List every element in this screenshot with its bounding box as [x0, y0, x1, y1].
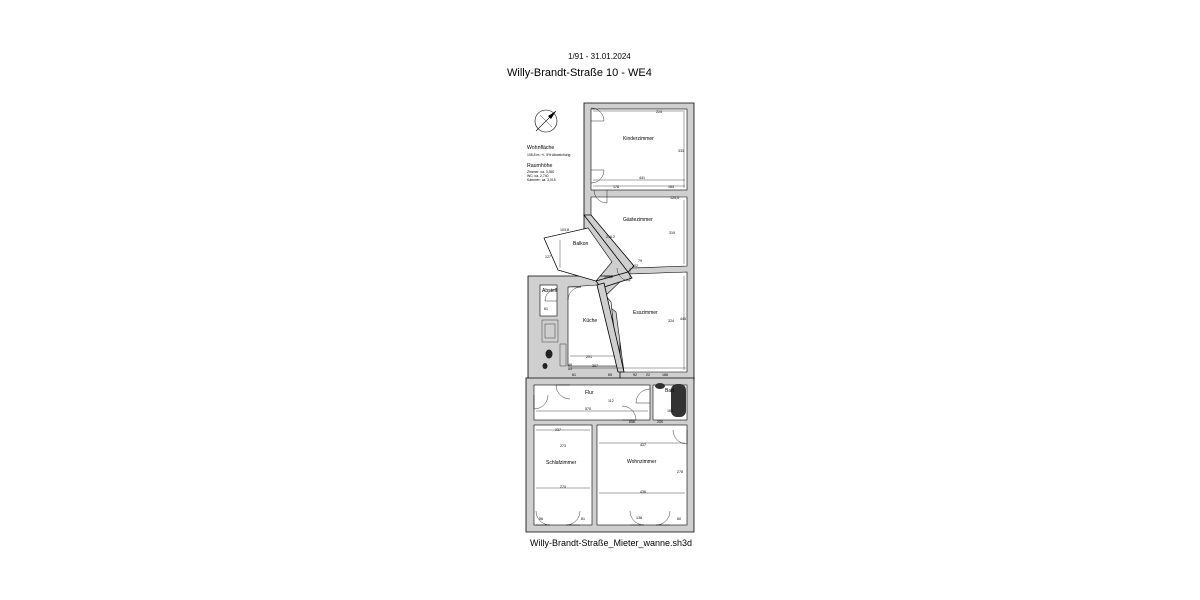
toilet-icon — [545, 349, 553, 359]
dim-label: 445 — [680, 317, 686, 321]
label-kueche: Küche — [583, 318, 597, 324]
area-heading: Wohnfläche — [527, 145, 554, 151]
dim-label: 224 — [656, 110, 662, 114]
dim-label: 166 — [662, 373, 668, 377]
room-abstell — [539, 284, 558, 317]
label-schlafzimmer: Schlafzimmer — [546, 460, 577, 466]
plan-title: Willy-Brandt-Straße 10 - WE4 — [507, 67, 652, 79]
dim-label: 138 — [636, 516, 642, 520]
room-schlafzimmer — [533, 424, 593, 526]
dim-label: 48 — [568, 363, 572, 367]
balkon-edge — [543, 237, 597, 282]
dim-label: 333 — [678, 149, 684, 153]
height-wc: WC: ca. 2,740 — [527, 174, 549, 178]
dim-label: 125,5 — [670, 196, 679, 200]
dim-label: 307 — [592, 364, 598, 368]
height-kammer: Kammer: ca. 3,015 — [527, 178, 556, 182]
label-bad: Bad — [665, 388, 674, 394]
dim-label: 201 — [586, 355, 592, 359]
dim-label: 319 — [669, 231, 675, 235]
info-block: Wohnfläche 108,8 m² +/- 5% Abweichung Ra… — [527, 145, 571, 182]
dim-label: 53 — [568, 367, 572, 371]
room-kinderzimmer — [590, 108, 688, 191]
dim-label: 61 — [544, 307, 548, 311]
dim-label: 103,8 — [560, 228, 569, 232]
label-esszimmer: Esszimmer — [633, 310, 658, 316]
dim-label: 200 — [657, 420, 663, 424]
height-heading: Raumhöhe — [527, 163, 552, 169]
kitchen-sink — [544, 323, 556, 339]
dim-label: 436 — [640, 490, 646, 494]
label-flur: Flur — [585, 390, 594, 396]
bath-basin-icon — [655, 383, 665, 389]
dim-label: 164 — [668, 185, 674, 189]
label-abstell: Abstell — [542, 288, 557, 294]
compass-icon — [534, 109, 558, 133]
plan-subtitle: 1/91 - 31.01.2024 — [568, 52, 631, 61]
label-gaestezimmer: Gästezimmer — [623, 217, 653, 223]
dim-label: 237 — [555, 428, 561, 432]
label-balkon: Balkon — [573, 241, 589, 247]
dim-label: 216,2 — [606, 235, 615, 239]
dim-label: 656 — [629, 420, 635, 424]
dim-label: 273 — [560, 444, 566, 448]
dim-label: 61 — [572, 373, 576, 377]
dim-label: 441 — [639, 176, 645, 180]
dim-label: 127 — [545, 255, 551, 259]
dim-label: 102 — [632, 264, 638, 268]
label-wohnzimmer: Wohnzimmer — [627, 459, 657, 465]
dim-label: 160 — [667, 409, 673, 413]
basin-icon — [542, 363, 548, 369]
dim-label: 437 — [640, 443, 646, 447]
dim-label: 92 — [633, 373, 637, 377]
diag-wall-kueche — [596, 282, 625, 373]
dim-label: 570 — [585, 407, 591, 411]
dim-label: 324 — [668, 319, 674, 323]
dim-label: 105,2 — [604, 275, 613, 279]
area-value: 108,8 m² +/- 5% Abweichung — [527, 153, 571, 157]
dim-label: 112 — [608, 399, 614, 403]
dimension-labels: 224 441 333 178 164 125,5 319 79 102 216… — [539, 110, 686, 521]
dim-label: 56 — [539, 517, 543, 521]
door-swings — [533, 107, 688, 526]
dim-label: 65 — [608, 373, 612, 377]
dim-label: 278 — [677, 470, 683, 474]
room-wohnzimmer — [596, 424, 688, 526]
wc-partition — [559, 343, 567, 367]
height-zimmer: Zimmer: ca. 3,350 — [527, 170, 554, 174]
room-flur — [533, 384, 651, 421]
dim-label: 270 — [560, 485, 566, 489]
dim-label: 79 — [638, 259, 642, 263]
dim-label: 22 — [646, 373, 650, 377]
dimension-lines — [536, 110, 686, 494]
plan-filename: Willy-Brandt-Straße_Mieter_wanne.sh3d — [530, 538, 693, 548]
balkon-railing — [543, 227, 589, 239]
dim-label: 60 — [677, 517, 681, 521]
kitchen-counter — [541, 319, 559, 343]
dim-label: 81 — [581, 517, 585, 521]
bathtub-icon — [671, 384, 686, 417]
dim-label: 178 — [613, 185, 619, 189]
label-kinderzimmer: Kinderzimmer — [623, 136, 654, 142]
diag-wall-gaeste — [583, 214, 635, 273]
